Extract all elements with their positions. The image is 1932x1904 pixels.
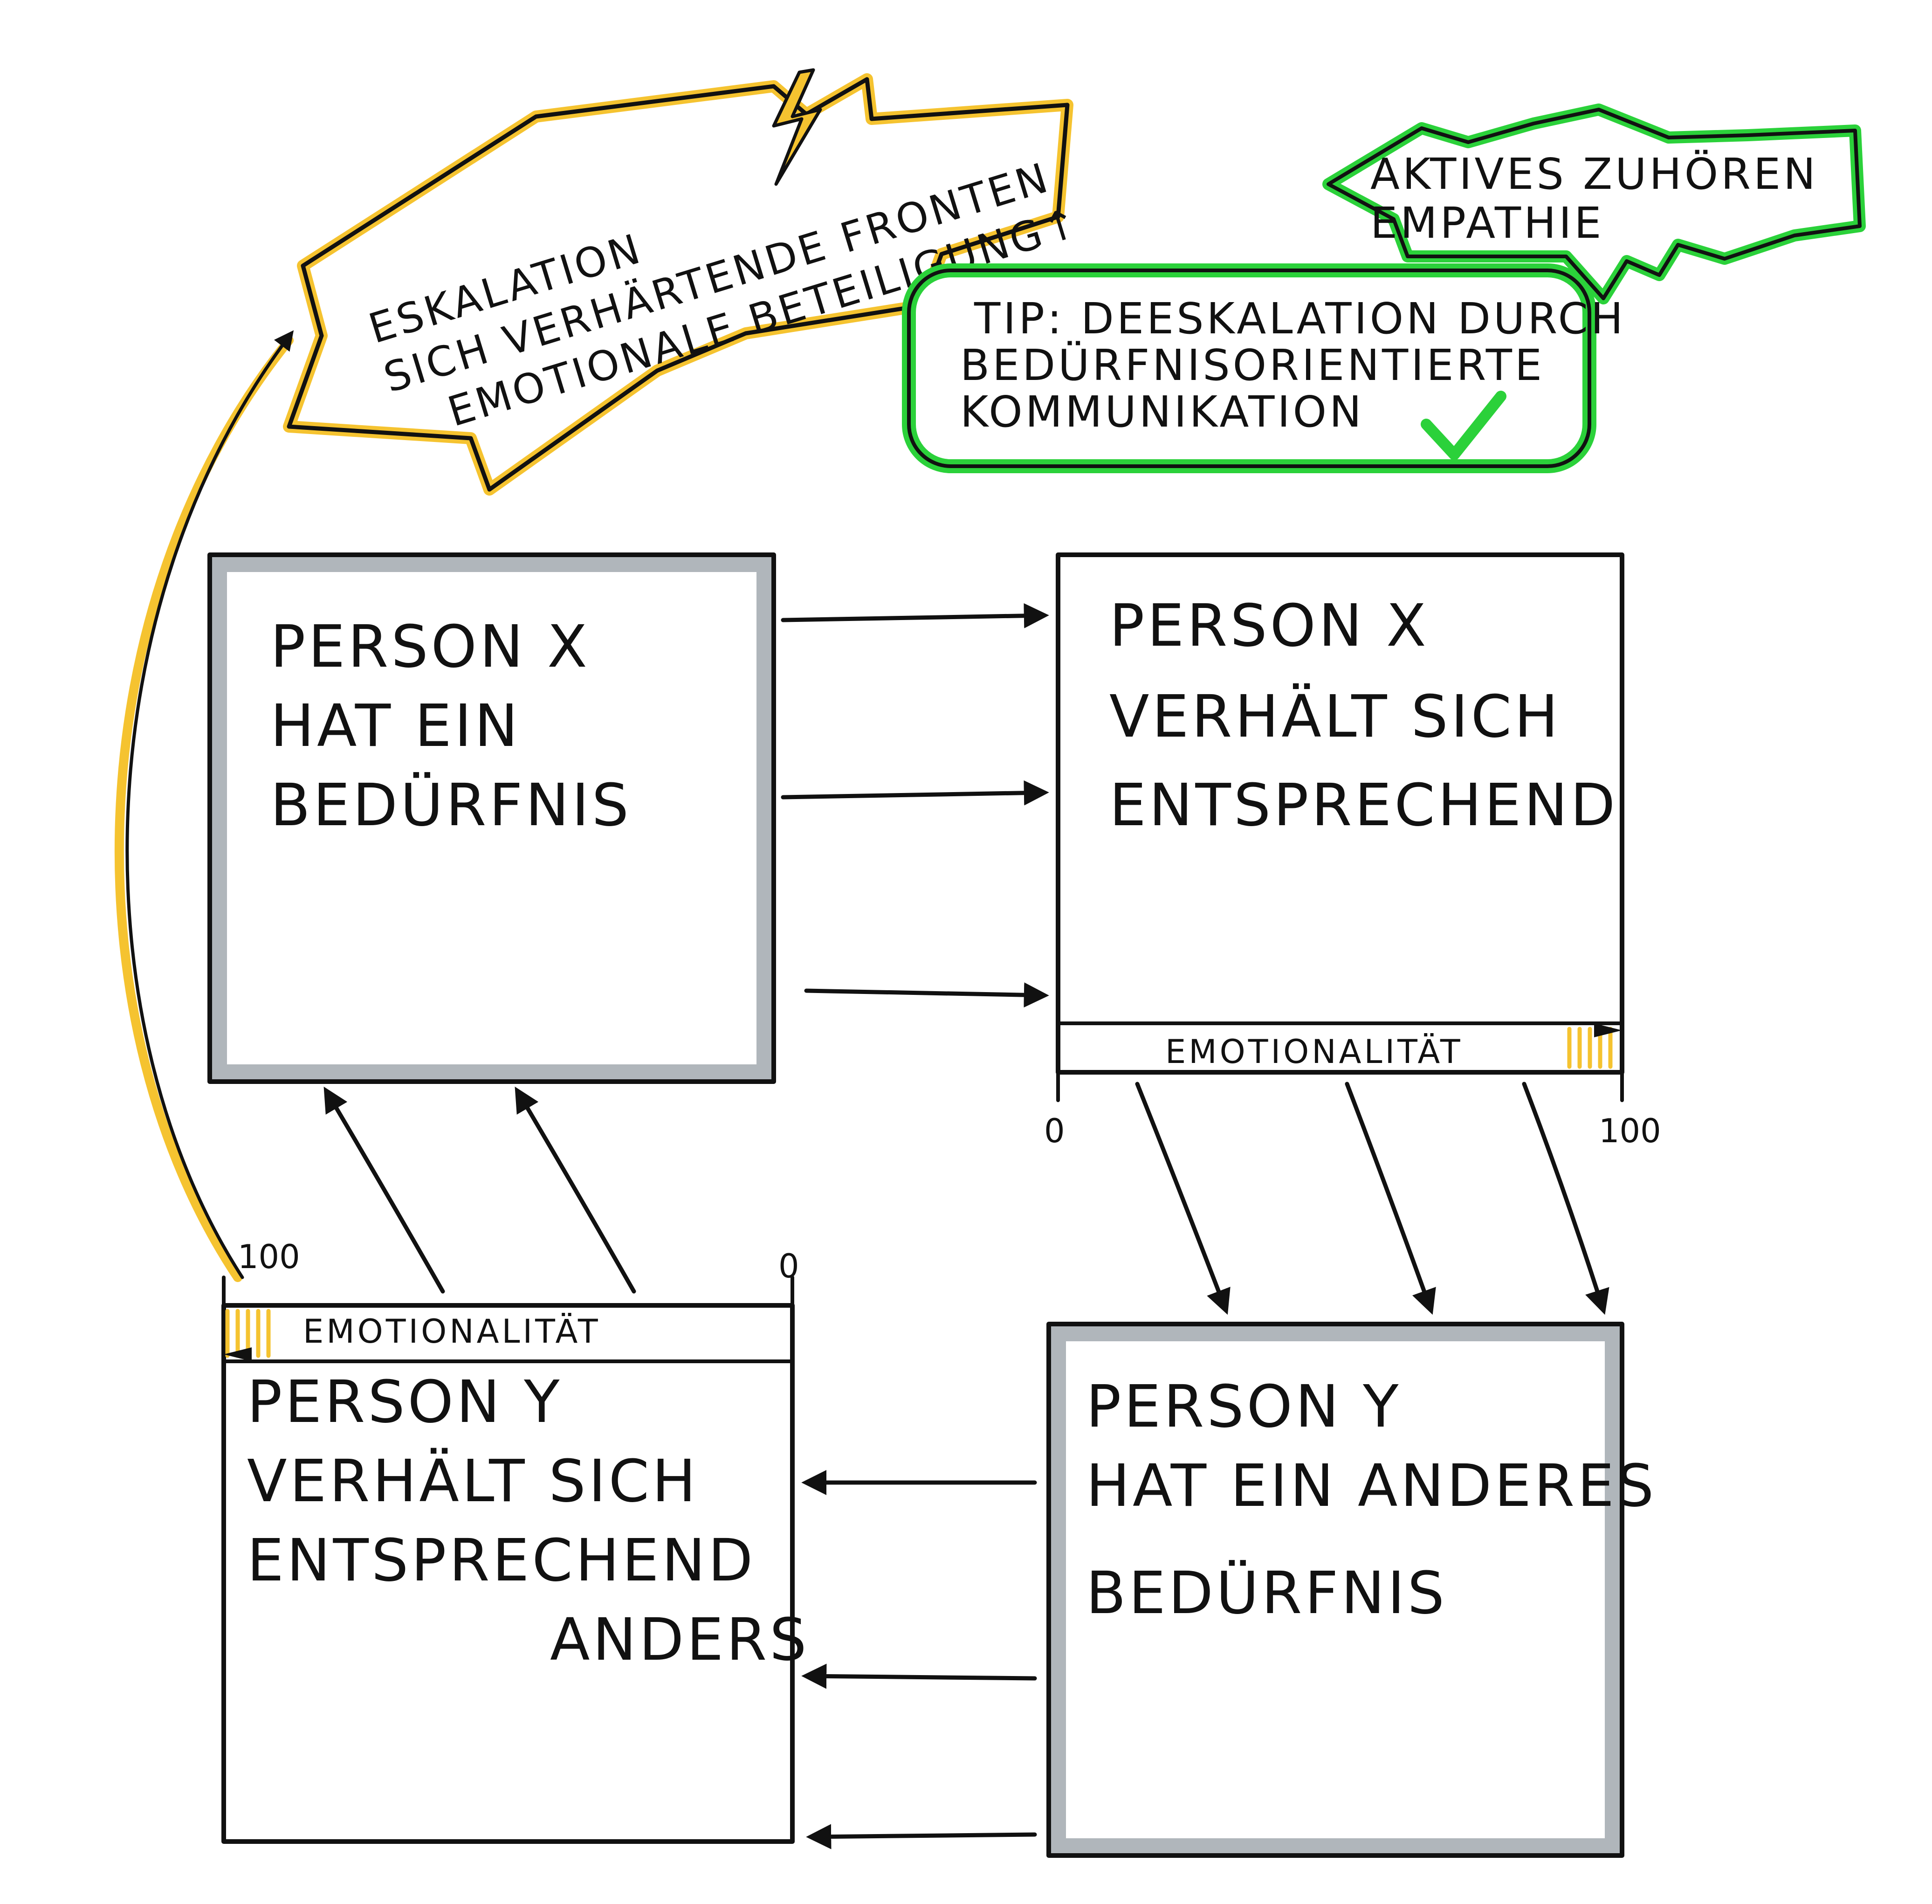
arrow-x-need-to-behavior-2 [781, 780, 1049, 806]
emotion-bar-x-track [1056, 1021, 1624, 1074]
box-y-behavior-line-3: ENTSPRECHEND [247, 1527, 756, 1594]
emotion-bar-x-arrow [1594, 1023, 1622, 1037]
box-y-need-line-2: HAT EIN ANDERES [1086, 1452, 1657, 1520]
tip-line-3: KOMMUNIKATION [960, 387, 1364, 437]
box-x-need-frame [211, 556, 772, 1080]
arrow-y-behavior-to-x-need-2 [515, 1086, 636, 1294]
box-y-need-frame [1050, 1325, 1621, 1854]
box-x-behavior-line-2: VERHÄLT SICH [1109, 683, 1561, 751]
box-y-need-outline [1046, 1322, 1624, 1858]
active-listening-line-2: EMPATHIE [1370, 198, 1604, 248]
arrows [114, 330, 1609, 1849]
emotion-bar-x-label: EMOTIONALITÄT [1165, 1033, 1463, 1071]
box-x-behavior-line-1: PERSON X [1109, 592, 1429, 660]
box-y-behavior-line-2: VERHÄLT SICH [247, 1448, 699, 1515]
emotion-bar-y-label: EMOTIONALITÄT [303, 1312, 601, 1351]
arrow-y-need-to-behavior-2 [801, 1663, 1037, 1689]
box-y-behavior-line-4: ANDERS [550, 1606, 809, 1674]
arrow-y-behavior-to-x-need-1 [323, 1086, 445, 1294]
escalation-curve-arrow-outline [125, 330, 294, 1279]
arrow-x-need-to-behavior-1 [781, 603, 1049, 628]
emotion-bar-x: EMOTIONALITÄT 0 100 [1044, 1021, 1661, 1150]
active-listening-burst-outline [1327, 108, 1862, 300]
emotion-bar-y: EMOTIONALITÄT 100 0 [222, 1238, 799, 1363]
emotion-bar-y-max-label: 100 [238, 1238, 300, 1276]
box-y-need: PERSON Y HAT EIN ANDERES BEDÜRFNIS [1046, 1322, 1657, 1858]
active-listening-line-1: AKTIVES ZUHÖREN [1370, 149, 1818, 199]
box-y-need-line-3: BEDÜRFNIS [1086, 1559, 1447, 1627]
arrow-y-need-to-behavior-3 [806, 1824, 1037, 1849]
box-x-need: PERSON X HAT EIN BEDÜRFNIS [207, 552, 776, 1084]
checkmark-icon [1421, 391, 1506, 460]
emotion-bar-x-max-label: 100 [1599, 1112, 1661, 1150]
tip-box-outline [907, 269, 1591, 468]
emotion-bar-y-arrow [224, 1347, 252, 1361]
emotion-bar-y-min-label: 0 [778, 1247, 799, 1285]
tip-box: TIP: DEESKALATION DURCH BEDÜRFNISORIENTI… [902, 263, 1626, 473]
arrow-x-need-to-behavior-3 [804, 982, 1049, 1008]
box-x-behavior-line-3: ENTSPRECHEND [1109, 772, 1618, 839]
box-y-need-line-1: PERSON Y [1086, 1373, 1402, 1441]
tip-line-2: BEDÜRFNISORIENTIERTE [960, 340, 1545, 390]
emotion-bar-x-min-label: 0 [1044, 1112, 1065, 1150]
box-y-behavior-line-1: PERSON Y [247, 1368, 563, 1436]
active-listening-burst: AKTIVES ZUHÖREN EMPATHIE [1322, 103, 1866, 304]
tip-line-1: TIP: DEESKALATION DURCH [974, 294, 1626, 344]
lightning-icon [772, 68, 822, 186]
emotion-bar-y-track [222, 1304, 794, 1363]
arrow-x-behavior-to-y-need-2 [1345, 1082, 1436, 1315]
box-x-need-line-3: BEDÜRFNIS [270, 772, 632, 839]
arrow-x-behavior-to-y-need-1 [1135, 1082, 1231, 1315]
box-y-behavior: PERSON Y VERHÄLT SICH ENTSPRECHEND ANDER… [221, 1303, 809, 1844]
box-x-need-outline [207, 552, 776, 1084]
box-x-behavior: PERSON X VERHÄLT SICH ENTSPRECHEND [1056, 552, 1624, 1075]
box-x-need-line-2: HAT EIN [270, 692, 521, 760]
arrow-x-behavior-to-y-need-3 [1522, 1082, 1609, 1315]
box-x-need-line-1: PERSON X [270, 613, 590, 681]
escalation-curve-arrow [114, 336, 294, 1282]
